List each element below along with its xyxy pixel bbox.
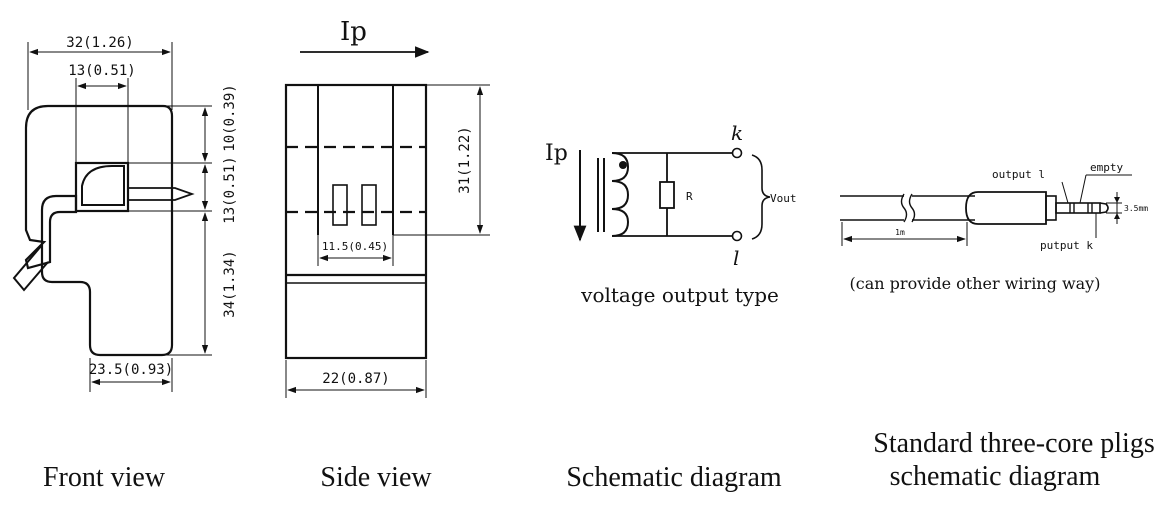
front-view-wire: [128, 187, 195, 201]
front-dim-base: 23.5(0.93): [89, 362, 173, 378]
plug-collar: [1045, 195, 1057, 221]
plug-diagram: 3.5mm output l empty putput k 1m (can pr…: [840, 161, 1155, 492]
front-view-caption: Front view: [43, 462, 166, 493]
schematic-resistor: [659, 181, 675, 209]
side-current-label: Ip: [340, 17, 367, 47]
side-view: Ip 31(1.22) 11.5(0.45) 22(0.87) Side vie…: [284, 17, 490, 493]
side-pin-right: [361, 184, 377, 226]
side-dim-height: 31(1.22): [457, 126, 473, 193]
schematic-resistor-label: R: [686, 190, 693, 203]
schematic-terminal-l: [731, 230, 743, 242]
plug-pin: [1055, 202, 1101, 214]
schematic-vout-label: Vout: [770, 192, 797, 205]
schematic-vout-brace: [751, 154, 771, 240]
plug-caption-line1: Standard three-core pligs: [873, 428, 1154, 459]
plug-caption-line2: schematic diagram: [890, 461, 1101, 492]
schematic-coil: [611, 152, 630, 237]
front-view: 32(1.26) 13(0.51) 10(0.39) 13(0.51) 34(1…: [12, 35, 238, 493]
side-view-body: [284, 83, 428, 360]
front-dim-lower: 34(1.34): [222, 250, 238, 317]
schematic-caption: Schematic diagram: [566, 462, 782, 493]
side-dim-width: 22(0.87): [322, 371, 389, 387]
plug-length-label: 1m: [895, 228, 905, 237]
schematic-current-label: Ip: [545, 141, 568, 166]
front-dim-top: 10(0.39): [222, 84, 238, 151]
plug-body: [965, 191, 1047, 225]
side-dim-inner: 11.5(0.45): [322, 240, 388, 253]
plug-label-putput-k: putput k: [1040, 239, 1093, 252]
schematic: Ip R k l Vout voltage output type Schema…: [545, 121, 797, 493]
plug-label-empty: empty: [1090, 161, 1123, 174]
plug-size-label: 3.5mm: [1124, 204, 1148, 213]
schematic-terminal-k-label: k: [731, 121, 743, 145]
schematic-terminal-l-label: l: [733, 246, 739, 270]
side-pin-left: [332, 184, 348, 226]
front-view-body: [24, 104, 174, 357]
front-view-lever: [12, 244, 49, 292]
schematic-polarity-dot: [619, 161, 627, 169]
plug-note: (can provide other wiring way): [850, 274, 1101, 293]
front-dim-middle: 13(0.51): [222, 156, 238, 223]
front-view-core: [81, 165, 125, 206]
front-view-window: [74, 161, 130, 213]
plug-label-output-l: output l: [992, 168, 1045, 181]
schematic-subtitle: voltage output type: [580, 283, 779, 307]
front-dim-width: 32(1.26): [66, 35, 133, 51]
plug-tip: [1099, 202, 1109, 214]
front-dim-window: 13(0.51): [68, 63, 135, 79]
side-view-caption: Side view: [320, 462, 432, 493]
schematic-terminal-k: [731, 147, 743, 159]
plug-cable-break: [900, 193, 916, 223]
